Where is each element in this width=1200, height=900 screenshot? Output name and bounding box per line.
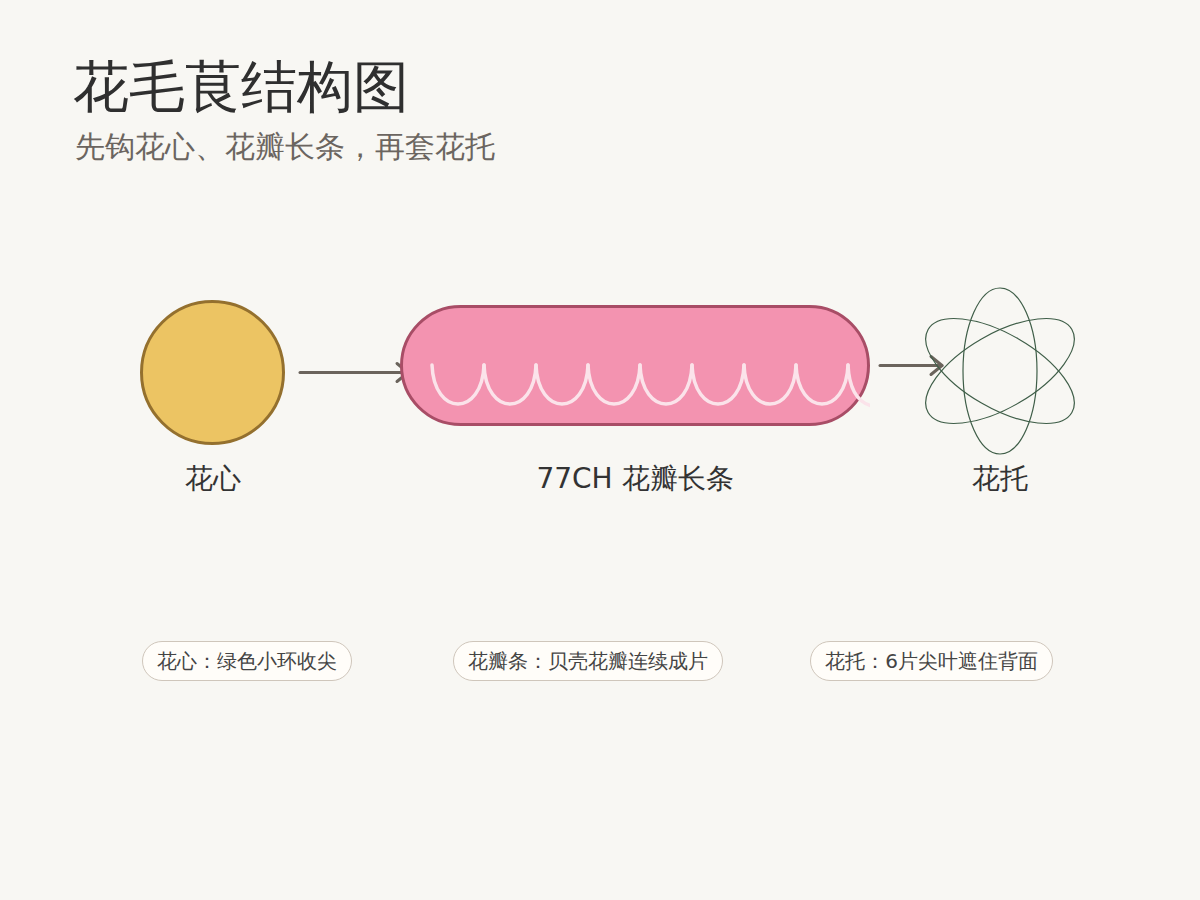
- petal-strip-pill: [402, 307, 869, 425]
- note-text: 花托：6片尖叶遮住背面: [825, 648, 1038, 675]
- note-pill: 花心：绿色小环收尖: [142, 641, 352, 681]
- note-pill: 花托：6片尖叶遮住背面: [810, 641, 1053, 681]
- arrow-connector: [300, 364, 408, 382]
- diagram-caption: 先钩花心、花瓣长条，再套花托: [75, 127, 495, 168]
- node-label: 77CH 花瓣长条: [400, 460, 870, 498]
- node-label: 花托: [912, 460, 1088, 498]
- circle-node: 花心: [140, 300, 285, 500]
- circle-shape: [140, 300, 285, 445]
- star-shape: [912, 286, 1088, 458]
- note-text: 花瓣条：贝壳花瓣连续成片: [468, 648, 708, 675]
- shell-petal-scallops: [432, 365, 870, 407]
- pill-shape: [400, 305, 870, 426]
- diagram-title: 花毛茛结构图: [73, 50, 409, 126]
- calyx-leaves-outline: [912, 288, 1088, 454]
- note-text: 花心：绿色小环收尖: [157, 648, 337, 675]
- note-pill: 花瓣条：贝壳花瓣连续成片: [453, 641, 723, 681]
- pill-node: 77CH 花瓣长条: [400, 305, 870, 500]
- flower-center-circle: [142, 302, 284, 444]
- star-node: 花托: [912, 286, 1088, 500]
- node-label: 花心: [140, 460, 285, 498]
